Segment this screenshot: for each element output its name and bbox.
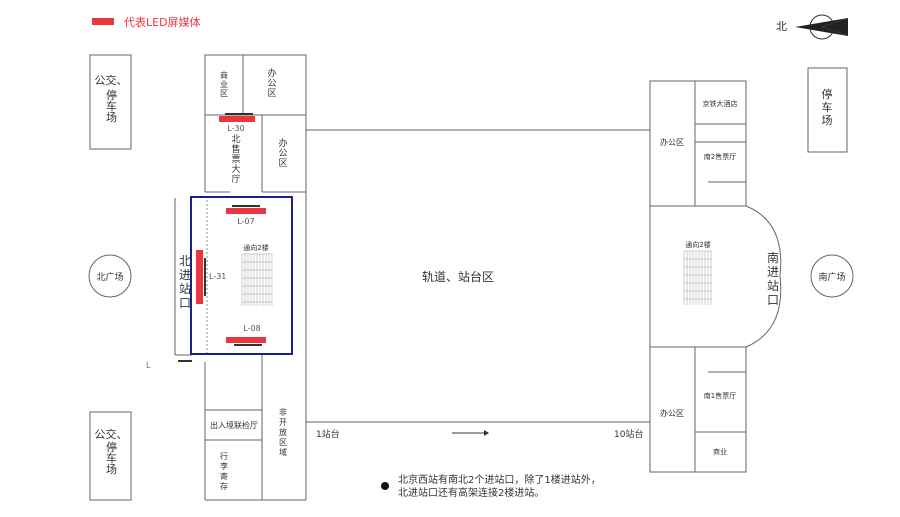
svg-text:厅: 厅 bbox=[231, 174, 240, 185]
svg-text:行: 行 bbox=[220, 451, 228, 461]
svg-text:停: 停 bbox=[822, 87, 833, 101]
legend: 代表LED屏媒体 bbox=[92, 15, 201, 29]
parking-right: 停 车 场 bbox=[807, 67, 848, 153]
stray-label: L bbox=[146, 361, 151, 370]
svg-text:口: 口 bbox=[179, 296, 191, 310]
bus-parking-bottom-left: 公交、 停车场 bbox=[89, 411, 132, 501]
svg-text:票: 票 bbox=[231, 154, 240, 165]
north-entrance-label: 北 进 站 口 bbox=[179, 254, 191, 310]
svg-text:公: 公 bbox=[278, 148, 287, 159]
svg-text:北广场: 北广场 bbox=[96, 271, 123, 283]
commercial-area-top: 商 业 区 bbox=[220, 70, 228, 98]
small-wall-marker bbox=[178, 360, 192, 362]
luggage-storage: 行 李 寄 存 bbox=[220, 451, 228, 491]
south1-ticket-hall: 南1售票厅 bbox=[704, 391, 736, 400]
svg-text:业: 业 bbox=[220, 79, 228, 89]
svg-text:寄: 寄 bbox=[220, 471, 228, 481]
svg-text:通向2楼: 通向2楼 bbox=[243, 243, 268, 252]
exit-inspection-hall: 出入境联检厅 bbox=[210, 420, 258, 430]
north-plaza: 北广场 bbox=[88, 254, 132, 298]
svg-text:通向2楼: 通向2楼 bbox=[685, 240, 710, 249]
svg-text:进: 进 bbox=[179, 268, 191, 282]
office-area-top: 办 公 区 bbox=[267, 67, 276, 99]
svg-text:停车场: 停车场 bbox=[105, 88, 118, 123]
stairs-to-2f-left: 通向2楼 bbox=[241, 243, 273, 306]
svg-text:L-08: L-08 bbox=[243, 324, 260, 333]
svg-text:站: 站 bbox=[179, 282, 191, 296]
note-line-2: 北进站口还有高架连接2楼进站。 bbox=[398, 486, 544, 499]
svg-text:进: 进 bbox=[767, 265, 779, 279]
legend-led-marker bbox=[92, 18, 114, 25]
svg-text:口: 口 bbox=[767, 293, 779, 307]
svg-text:南广场: 南广场 bbox=[818, 271, 845, 283]
track-platform-outline bbox=[306, 129, 650, 423]
svg-text:域: 域 bbox=[279, 447, 287, 457]
stairs-to-2f-right: 通向2楼 bbox=[683, 240, 712, 305]
highlighted-entrance-zone bbox=[190, 196, 293, 355]
compass: 北 bbox=[776, 14, 848, 40]
svg-text:停车场: 停车场 bbox=[105, 440, 118, 475]
led-screen-l08: L-08 bbox=[226, 324, 266, 346]
svg-text:商: 商 bbox=[220, 70, 228, 80]
svg-text:L-30: L-30 bbox=[227, 124, 244, 133]
svg-text:办: 办 bbox=[267, 67, 276, 79]
svg-text:办: 办 bbox=[278, 137, 287, 149]
svg-text:场: 场 bbox=[822, 113, 833, 127]
north-ticket-hall: 北 售 票 大 厅 bbox=[231, 134, 240, 185]
hotel-label: 京铁大酒店 bbox=[703, 99, 738, 108]
bus-parking-top-left: 公交、 停车场 bbox=[89, 54, 132, 150]
south-entrance-label: 南 进 站 口 bbox=[767, 250, 779, 307]
svg-text:区: 区 bbox=[220, 89, 228, 98]
svg-text:区: 区 bbox=[279, 438, 287, 447]
led-screen-l07: L-07 bbox=[226, 205, 266, 226]
svg-text:L-07: L-07 bbox=[237, 217, 254, 226]
svg-text:公交、: 公交、 bbox=[95, 73, 128, 87]
svg-text:公: 公 bbox=[267, 78, 276, 89]
commerce-label: 商业 bbox=[713, 447, 727, 456]
note-bullet-icon bbox=[381, 482, 389, 490]
svg-text:售: 售 bbox=[231, 143, 240, 155]
platform-1-label: 1站台 bbox=[316, 428, 340, 440]
led-screen-l31: L-31 bbox=[196, 250, 226, 304]
svg-text:公交、: 公交、 bbox=[95, 427, 128, 441]
compass-north-label: 北 bbox=[776, 20, 787, 33]
svg-text:存: 存 bbox=[220, 481, 228, 491]
office-area-right-bottom: 办公区 bbox=[660, 408, 684, 418]
south2-ticket-hall: 南2售票厅 bbox=[704, 152, 736, 161]
svg-text:区: 区 bbox=[278, 158, 287, 169]
svg-text:北: 北 bbox=[231, 134, 240, 145]
note-line-1: 北京西站有南北2个进站口，除了1楼进站外， bbox=[398, 473, 601, 486]
south-building-outline bbox=[649, 80, 782, 473]
non-open-area: 非 开 放 区 域 bbox=[279, 407, 287, 457]
svg-text:车: 车 bbox=[822, 100, 833, 114]
svg-text:非: 非 bbox=[279, 407, 287, 417]
led-screen-l30: L-30 bbox=[219, 113, 255, 133]
compass-arrow-icon bbox=[795, 14, 848, 40]
svg-text:站: 站 bbox=[767, 279, 779, 293]
platform-10-label: 10站台 bbox=[614, 428, 643, 440]
office-area-mid-left: 办 公 区 bbox=[278, 137, 287, 169]
legend-label: 代表LED屏媒体 bbox=[124, 15, 201, 29]
south-plaza: 南广场 bbox=[810, 254, 854, 298]
svg-text:李: 李 bbox=[220, 461, 228, 471]
svg-text:区: 区 bbox=[267, 88, 276, 99]
office-area-right-top: 办公区 bbox=[660, 137, 684, 147]
direction-arrow-icon bbox=[452, 430, 489, 436]
svg-text:南: 南 bbox=[767, 250, 779, 265]
svg-text:放: 放 bbox=[279, 427, 287, 437]
svg-text:L-31: L-31 bbox=[209, 272, 226, 281]
footnote: 北京西站有南北2个进站口，除了1楼进站外， 北进站口还有高架连接2楼进站。 bbox=[381, 473, 601, 499]
svg-text:大: 大 bbox=[231, 163, 240, 175]
svg-text:北: 北 bbox=[179, 254, 191, 268]
svg-text:开: 开 bbox=[279, 418, 287, 427]
north-building-outline bbox=[174, 54, 307, 501]
track-platform-label: 轨道、站台区 bbox=[422, 269, 494, 284]
